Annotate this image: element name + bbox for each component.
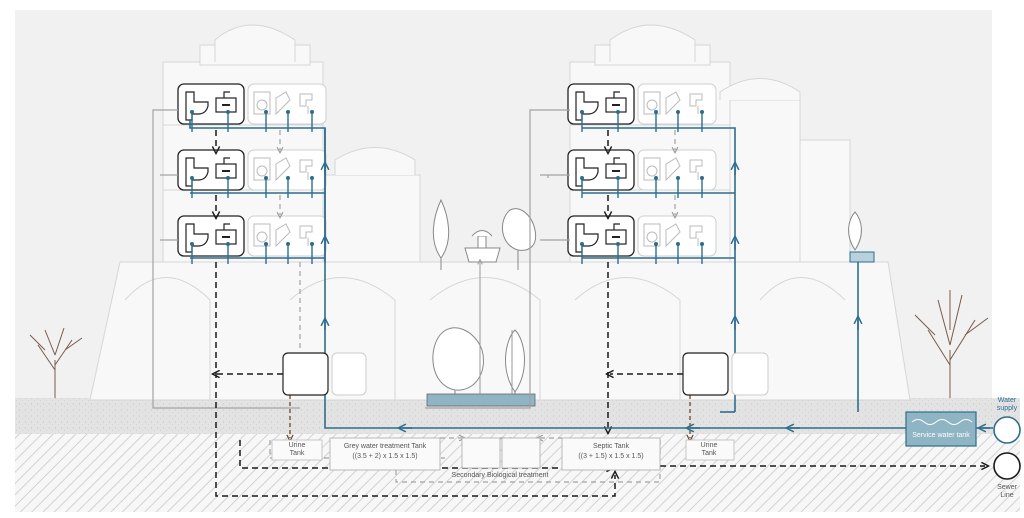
urine-tank-label-right: Urine Tank [700, 442, 718, 457]
septic-tank [561, 437, 661, 471]
supply-node [310, 176, 314, 180]
tree-icon-right [914, 290, 989, 398]
water-supply-circle [993, 416, 1021, 444]
supply-node [226, 242, 230, 246]
grey-tank-title: Grey water treatment Tank [343, 443, 427, 450]
faucet-icon [299, 225, 313, 246]
supply-node [676, 110, 680, 114]
supply-node [676, 242, 680, 246]
urine-tank-right [685, 439, 735, 461]
urine-tank-label-left: Urine Tank [288, 442, 306, 457]
water-basin [426, 393, 536, 407]
supply-node [676, 176, 680, 180]
floor-fixtures [177, 215, 327, 264]
water-supply-label: Water supply [996, 397, 1018, 412]
fixtures-left [177, 83, 327, 264]
supply-node [700, 242, 704, 246]
supply-node [264, 242, 268, 246]
supply-node [264, 110, 268, 114]
supply-node [654, 176, 658, 180]
washing-machine-icon [253, 223, 271, 247]
floor-fixtures [567, 149, 717, 198]
secondary-treatment-tanks [461, 437, 541, 469]
shower-icon [275, 91, 291, 116]
floor-fixtures [177, 149, 327, 198]
grey-tank-dims: ((3.5 + 2) x 1.5 x 1.5) [352, 453, 418, 460]
septic-tank-dims: ((3 + 1.5) x 1.5 x 1.5) [578, 453, 644, 460]
service-tank-label: Service water tank [912, 432, 970, 439]
supply-node [190, 242, 194, 246]
faucet-icon [299, 159, 313, 180]
roof-tree-left [432, 198, 450, 270]
floor-fixtures [177, 83, 327, 132]
supply-node [286, 176, 290, 180]
sewer-line-label: Sewer Line [997, 484, 1017, 499]
septic-tank-title: Septic Tank [592, 443, 630, 450]
supply-node [190, 110, 194, 114]
faucet-icon [689, 225, 703, 246]
supply-node [264, 176, 268, 180]
floor-fixtures [567, 83, 717, 132]
supply-node [580, 110, 584, 114]
supply-node [580, 242, 584, 246]
tree-icon-left [29, 327, 83, 398]
fountain-icon [464, 230, 501, 263]
washing-machine-icon [643, 157, 661, 181]
fixtures-right [567, 83, 717, 264]
supply-node [654, 242, 658, 246]
shower-icon [665, 223, 681, 248]
washing-machine-icon [253, 157, 271, 181]
tree-icon-courtyard [432, 327, 525, 398]
supply-node [226, 110, 230, 114]
podium-arcade [89, 261, 911, 401]
supply-node [616, 110, 620, 114]
supply-node [310, 110, 314, 114]
washing-machine-icon [643, 223, 661, 247]
faucet-icon [299, 93, 313, 114]
supply-node [226, 176, 230, 180]
faucet-icon [689, 93, 703, 114]
sink-icon [215, 91, 237, 113]
ground-fixture-right [682, 352, 769, 396]
sewer-line-circle [993, 452, 1021, 480]
supply-node [286, 242, 290, 246]
supply-node [190, 176, 194, 180]
supply-arrows [325, 166, 990, 428]
supply-node [700, 110, 704, 114]
shower-icon [275, 223, 291, 248]
shower-icon [665, 91, 681, 116]
washing-machine-icon [253, 91, 271, 115]
faucet-icon [689, 159, 703, 180]
supply-node [286, 110, 290, 114]
secondary-treatment-label: Secondary Biological treatment [451, 472, 549, 479]
floor-fixtures [567, 215, 717, 264]
ground-fixture-left [282, 352, 367, 396]
service-water-tank [905, 411, 977, 447]
supply-node [616, 242, 620, 246]
supply-node [580, 176, 584, 180]
roof-plant-icon [848, 211, 875, 263]
supply-node [700, 176, 704, 180]
grey-water-tank [329, 437, 441, 471]
supply-node [616, 176, 620, 180]
washing-machine-icon [643, 91, 661, 115]
shower-icon [275, 157, 291, 182]
grey-water-pipes [152, 109, 570, 409]
supply-node [654, 110, 658, 114]
roof-tree-right [502, 208, 537, 270]
shower-icon [665, 157, 681, 182]
urine-tank-left [271, 439, 323, 461]
supply-node [310, 242, 314, 246]
